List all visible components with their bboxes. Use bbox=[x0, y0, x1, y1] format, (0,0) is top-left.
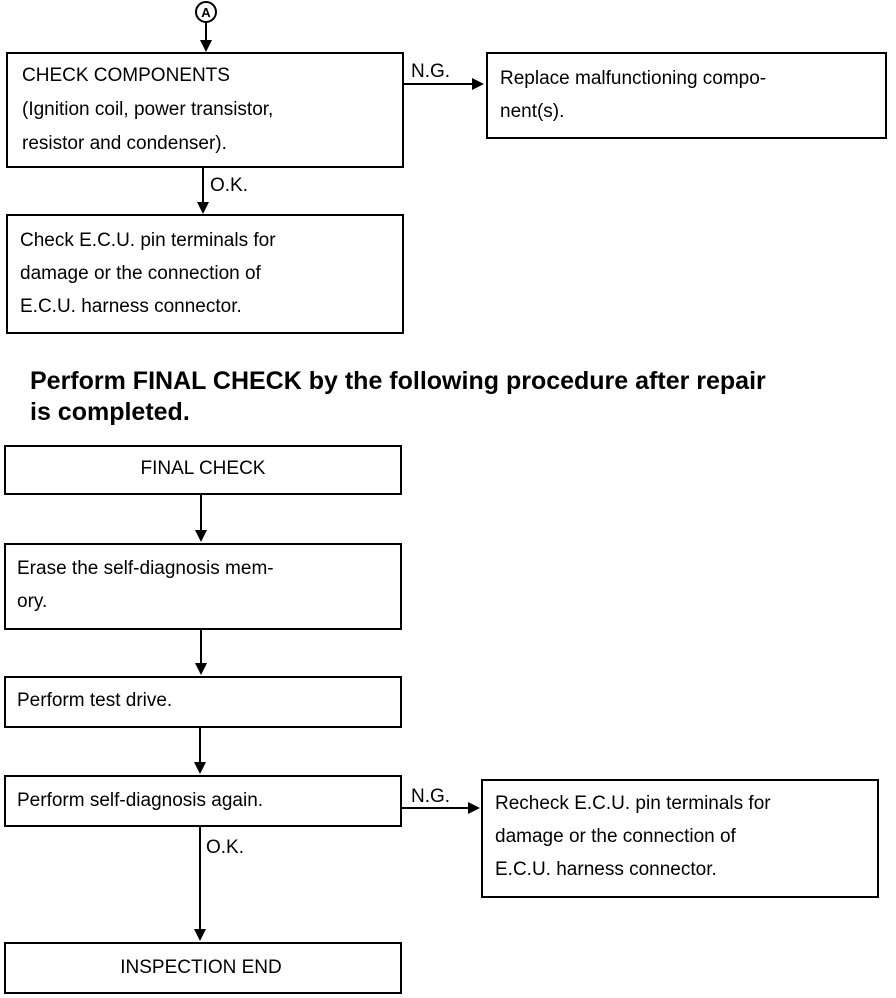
replace-line-1: Replace malfunctioning compo- bbox=[500, 68, 766, 89]
heading-line-1: Perform FINAL CHECK by the following pro… bbox=[30, 367, 766, 395]
check-ecu-line-1: Check E.C.U. pin terminals for bbox=[20, 230, 276, 251]
check-ecu-line-2: damage or the connection of bbox=[20, 263, 262, 284]
check-ecu-line-3: E.C.U. harness connector. bbox=[20, 296, 242, 317]
recheck-line-3: E.C.U. harness connector. bbox=[495, 859, 717, 880]
ok-label-1: O.K. bbox=[210, 175, 248, 196]
arrowhead bbox=[194, 929, 206, 941]
final-check-box: FINAL CHECK bbox=[4, 445, 402, 495]
ng-label-2: N.G. bbox=[411, 786, 450, 807]
final-check-label: FINAL CHECK bbox=[141, 458, 266, 479]
self-diag-label: Perform self-diagnosis again. bbox=[17, 790, 263, 811]
erase-line-2: ory. bbox=[17, 591, 47, 612]
arrowhead bbox=[195, 530, 207, 542]
replace-line-2: nent(s). bbox=[500, 101, 564, 122]
arrowhead bbox=[200, 40, 212, 52]
inspection-end-label: INSPECTION END bbox=[120, 957, 282, 978]
connector-a: A bbox=[195, 1, 217, 23]
heading-line-2: is completed. bbox=[30, 398, 190, 426]
arrowhead bbox=[472, 78, 484, 90]
self-diag-box: Perform self-diagnosis again. bbox=[4, 775, 402, 827]
ok-label-2: O.K. bbox=[206, 837, 244, 858]
check-components-box: CHECK COMPONENTS (Ignition coil, power t… bbox=[6, 52, 404, 168]
check-ecu-box: Check E.C.U. pin terminals for damage or… bbox=[6, 214, 404, 334]
check-components-line-2: (Ignition coil, power transistor, bbox=[22, 99, 273, 120]
recheck-line-1: Recheck E.C.U. pin terminals for bbox=[495, 793, 771, 814]
recheck-box: Recheck E.C.U. pin terminals for damage … bbox=[481, 779, 879, 898]
test-drive-box: Perform test drive. bbox=[4, 676, 402, 728]
recheck-line-2: damage or the connection of bbox=[495, 826, 737, 847]
arrowhead bbox=[195, 663, 207, 675]
arrowhead bbox=[468, 802, 480, 814]
test-drive-label: Perform test drive. bbox=[17, 690, 172, 711]
inspection-end-box: INSPECTION END bbox=[4, 942, 402, 994]
check-components-line-1: CHECK COMPONENTS bbox=[22, 65, 230, 86]
erase-box: Erase the self-diagnosis mem- ory. bbox=[4, 543, 402, 630]
connector-label: A bbox=[201, 5, 211, 20]
replace-box: Replace malfunctioning compo- nent(s). bbox=[486, 52, 887, 139]
arrowhead bbox=[194, 762, 206, 774]
ng-label-1: N.G. bbox=[411, 61, 450, 82]
erase-line-1: Erase the self-diagnosis mem- bbox=[17, 558, 274, 579]
check-components-line-3: resistor and condenser). bbox=[22, 133, 227, 154]
arrowhead bbox=[197, 202, 209, 214]
